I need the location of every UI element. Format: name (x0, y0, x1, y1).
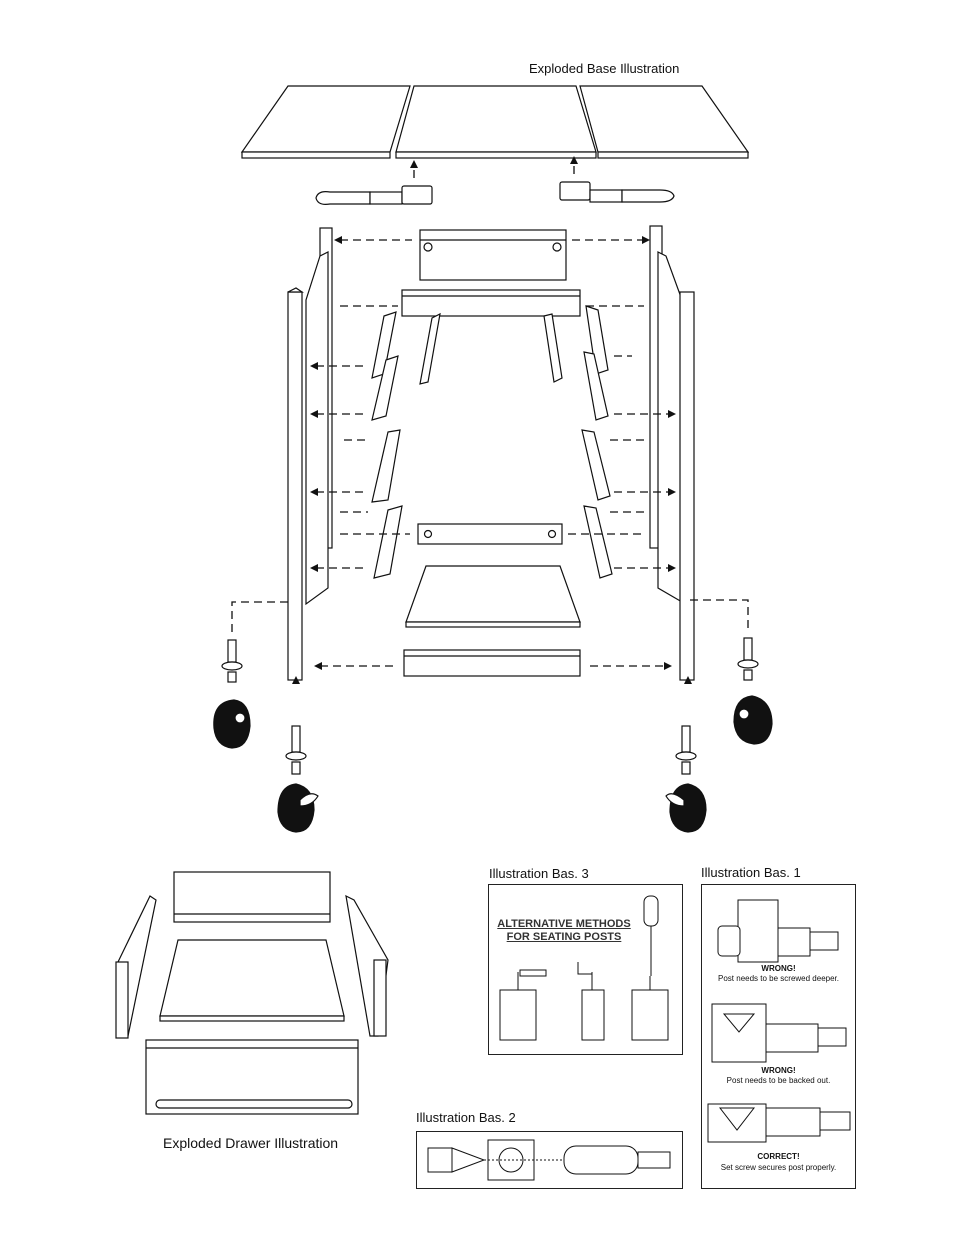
bas2-coupler (487, 1139, 535, 1181)
bas1-wrong1-title: WRONG! (761, 964, 796, 973)
bas3-post-b (577, 962, 605, 1041)
left-front-post (287, 287, 304, 681)
bottom-front-rail (403, 649, 581, 677)
top-bracket-left (315, 185, 433, 205)
drawer-back (173, 871, 331, 923)
bas3-post-a (499, 969, 547, 1041)
drawer-right-side (345, 894, 389, 1037)
bas1-wrong2-text: Post needs to be backed out. (726, 1076, 831, 1085)
middle-rail (417, 523, 563, 545)
caster-right-rear (733, 637, 773, 745)
right-angle-bracket (543, 313, 563, 383)
bas2-set-screw (427, 1147, 486, 1173)
back-rail (419, 229, 567, 281)
bas1-wrong2-title: WRONG! (761, 1066, 796, 1075)
top-center-panel (395, 85, 597, 159)
bottom-shelf (405, 565, 581, 628)
left-side-panel (305, 251, 329, 606)
bas1-label: Illustration Bas. 1 (701, 865, 801, 880)
bas3-label: Illustration Bas. 3 (489, 866, 589, 881)
bas1-correct-title: CORRECT! (757, 1152, 800, 1161)
top-bracket-right (559, 181, 675, 203)
left-angle-bracket (419, 312, 441, 385)
bas2-box (416, 1131, 683, 1189)
front-upper-rail (401, 289, 581, 317)
caster-left-rear (213, 639, 251, 749)
bas3-heading: ALTERNATIVE METHODS FOR SEATING POSTS (490, 918, 638, 944)
drawer-bottom (159, 939, 345, 1022)
bas1-box (701, 884, 856, 1189)
bas3-post-c (631, 976, 669, 1041)
bas3-screwdriver (643, 895, 659, 976)
caster-left-front (277, 725, 319, 833)
bas1-wrong-deeper (717, 899, 839, 963)
bas3-heading-line1: ALTERNATIVE METHODS (497, 918, 631, 930)
top-left-panel (240, 85, 411, 159)
base-illustration-title: Exploded Base Illustration (529, 61, 680, 76)
right-side-panel (657, 251, 683, 604)
bas1-wrong1-text: Post needs to be screwed deeper. (718, 974, 839, 983)
bas2-post (563, 1145, 671, 1175)
bas1-wrong-backout (711, 1003, 847, 1063)
bas3-heading-line2: FOR SEATING POSTS (506, 931, 622, 943)
right-runners (581, 305, 613, 579)
right-front-post (679, 291, 695, 681)
bas1-correct-text: Set screw secures post properly. (720, 1163, 837, 1172)
drawer-left-side (115, 895, 157, 1039)
top-right-panel (579, 85, 750, 159)
bas3-box (488, 884, 683, 1055)
caster-right-front (665, 725, 707, 833)
drawer-front (145, 1039, 359, 1115)
bas2-label: Illustration Bas. 2 (416, 1110, 516, 1125)
drawer-illustration-title: Exploded Drawer Illustration (163, 1135, 339, 1151)
left-runners (371, 311, 403, 579)
bas1-correct (707, 1103, 851, 1143)
